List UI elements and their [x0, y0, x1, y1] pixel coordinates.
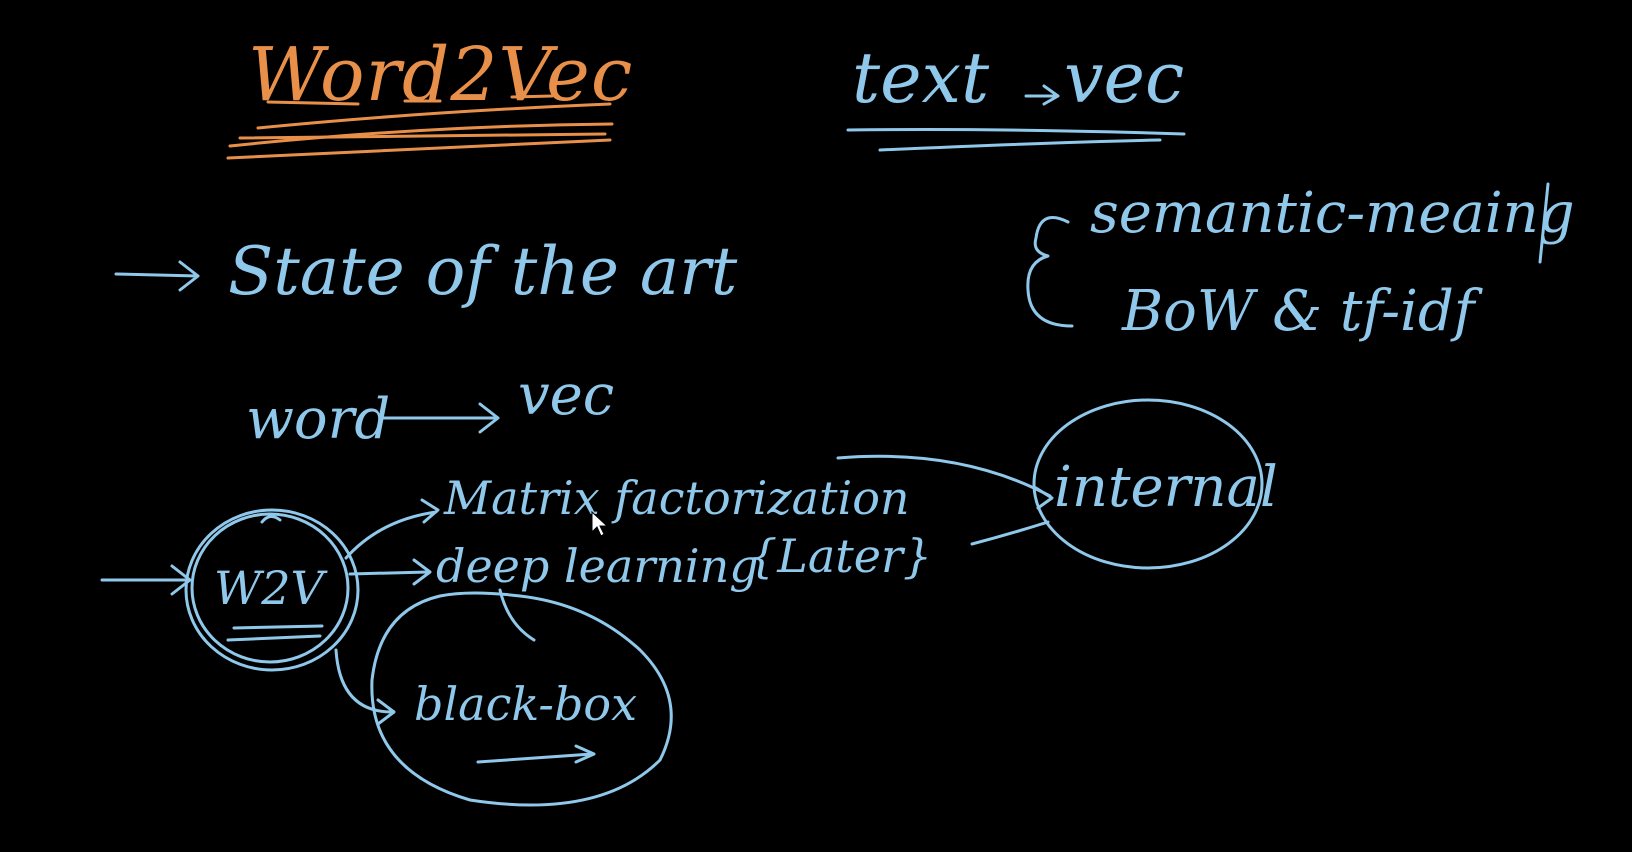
- semantic-meaning-text: semantic-meaing: [1090, 181, 1575, 246]
- black-box-text: black-box: [414, 677, 637, 731]
- left-brace: [1026, 216, 1074, 328]
- semantic-trailing-stroke: [1538, 182, 1550, 264]
- black-box-underline: [476, 744, 596, 764]
- vec-label-middle: vec: [518, 363, 614, 428]
- w2v-incoming-arrow: [100, 564, 192, 596]
- internal-node: internal: [1032, 398, 1278, 570]
- w2v-top-mark: [260, 515, 282, 524]
- internal-text: internal: [1054, 455, 1278, 520]
- w2v-branch-arrows: [334, 498, 440, 726]
- w2v-label: W2V: [214, 561, 329, 615]
- w2v-node: W2V: [184, 508, 360, 672]
- text-to-vec-arrow: [1024, 84, 1060, 106]
- later-text: {Later}: [748, 529, 932, 583]
- vec-label-top: vec: [1064, 37, 1184, 119]
- matrix-factorization-text: Matrix factorization: [443, 471, 910, 525]
- pointer-cursor-icon: [591, 510, 609, 537]
- word-to-vec-arrow: [380, 402, 500, 434]
- word-label: word: [246, 387, 390, 452]
- arrows-to-internal: [836, 454, 1054, 546]
- w2v-underline: [226, 624, 324, 642]
- title-underline: [226, 94, 614, 160]
- state-arrow: [114, 260, 200, 292]
- black-box-node: black-box: [370, 591, 673, 807]
- text-to-vec-underline: [846, 128, 1186, 152]
- state-of-the-art-text: State of the art: [228, 233, 738, 310]
- text-label: text: [852, 37, 990, 119]
- bow-tfidf-text: BoW & tf-idf: [1121, 279, 1484, 344]
- deep-learning-text: deep learning: [436, 539, 759, 593]
